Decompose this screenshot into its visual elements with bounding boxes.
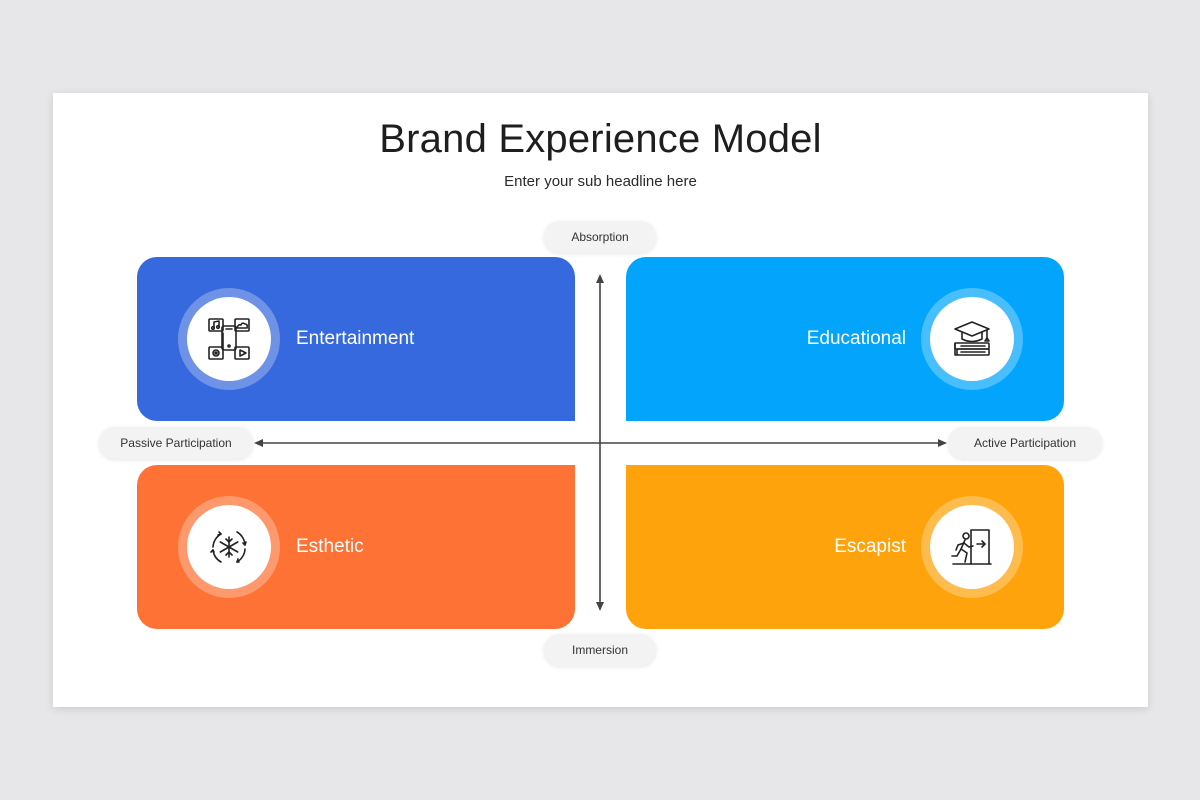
running-exit-icon [930,505,1014,589]
arrow-left-icon [254,439,263,447]
page-title: Brand Experience Model [379,117,822,161]
arrow-down-icon [596,602,604,611]
arrow-right-icon [938,439,947,447]
slide: Brand Experience Model Enter your sub he… [53,93,1148,707]
page-subtitle: Enter your sub headline here [504,173,697,190]
snowflake-cycle-icon [187,505,271,589]
axis-label-active-participation: Active Participation [948,427,1102,459]
quadrant-entertainment: Entertainment [137,257,575,421]
quadrant-escapist: Escapist [626,465,1064,629]
arrow-up-icon [596,274,604,283]
axis-label-passive-participation: Passive Participation [99,427,253,459]
entertainment-icon [187,297,271,381]
quadrant-esthetic: Esthetic [137,465,575,629]
axis-label-absorption: Absorption [544,221,656,253]
quadrant-label-esthetic: Esthetic [296,536,364,557]
quadrant-label-educational: Educational [806,328,906,349]
quadrant-label-entertainment: Entertainment [296,328,415,349]
axis-label-immersion: Immersion [544,634,656,666]
graduation-cap-books-icon [930,297,1014,381]
quadrant-educational: Educational [626,257,1064,421]
quadrant-label-escapist: Escapist [834,536,906,557]
axes-arrows [254,274,947,611]
